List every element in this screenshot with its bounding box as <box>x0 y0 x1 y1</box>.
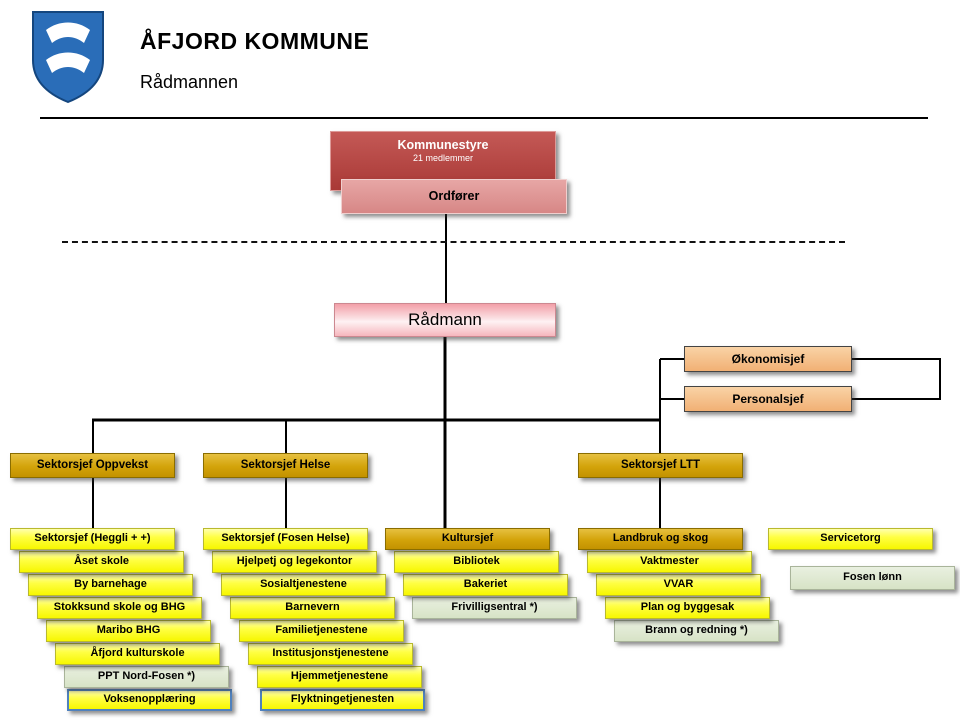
org-box-hjemmetjenestene: Hjemmetjenestene <box>257 666 422 688</box>
org-box-servicetorg: Servicetorg <box>768 528 933 550</box>
box-personalsjef: Personalsjef <box>684 386 852 412</box>
org-box-plan-og-byggesak: Plan og byggesak <box>605 597 770 619</box>
org-box-aset-skole: Åset skole <box>19 551 184 573</box>
org-box-sosialtjenestene: Sosialtjenestene <box>221 574 386 596</box>
org-box-vvar: VVAR <box>596 574 761 596</box>
political-administrative-divider <box>62 241 845 243</box>
org-box-sektorsjef-fosen-helse: Sektorsjef (Fosen Helse) <box>203 528 368 550</box>
org-box-stokksund-skole-og-bhg: Stokksund skole og BHG <box>37 597 202 619</box>
box-radmann: Rådmann <box>334 303 556 337</box>
sector-head-oppvekst: Sektorsjef Oppvekst <box>10 453 175 478</box>
org-box-fosen-lonn: Fosen lønn <box>790 566 955 590</box>
org-box-frivilligsentral: Frivilligsentral *) <box>412 597 577 619</box>
org-box-hjelpetj-og-legekontor: Hjelpetj og legekontor <box>212 551 377 573</box>
org-box-afjord-kulturskole: Åfjord kulturskole <box>55 643 220 665</box>
org-box-by-barnehage: By barnehage <box>28 574 193 596</box>
org-box-bakeriet: Bakeriet <box>403 574 568 596</box>
org-box-familietjenestene: Familietjenestene <box>239 620 404 642</box>
page-title: ÅFJORD KOMMUNE <box>140 28 370 54</box>
sector-head-helse: Sektorsjef Helse <box>203 453 368 478</box>
org-box-vaktmester: Vaktmester <box>587 551 752 573</box>
org-box-sektorsjef-heggli: Sektorsjef (Heggli + +) <box>10 528 175 550</box>
header-divider <box>40 117 928 119</box>
org-box-bibliotek: Bibliotek <box>394 551 559 573</box>
org-box-voksenopplaering: Voksenopplæring <box>67 689 232 711</box>
org-box-landbruk-og-skog: Landbruk og skog <box>578 528 743 550</box>
org-box-ppt-nord-fosen: PPT Nord-Fosen *) <box>64 666 229 688</box>
org-box-kultursjef: Kultursjef <box>385 528 550 550</box>
org-box-brann-og-redning: Brann og redning *) <box>614 620 779 642</box>
org-box-flyktningetjenesten: Flyktningetjenesten <box>260 689 425 711</box>
page-subtitle: Rådmannen <box>140 72 239 92</box>
box-okonomisjef: Økonomisjef <box>684 346 852 372</box>
org-box-barnevern: Barnevern <box>230 597 395 619</box>
kommunestyre-members: 21 medlemmer <box>412 153 474 164</box>
org-box-institusjonstjenestene: Institusjonstjenestene <box>248 643 413 665</box>
municipality-coat-of-arms-icon <box>28 8 108 106</box>
org-box-maribo-bhg: Maribo BHG <box>46 620 211 642</box>
box-ordforer: Ordfører <box>341 179 567 214</box>
sector-head-ltt: Sektorsjef LTT <box>578 453 743 478</box>
kommunestyre-label: Kommunestyre <box>397 138 489 152</box>
